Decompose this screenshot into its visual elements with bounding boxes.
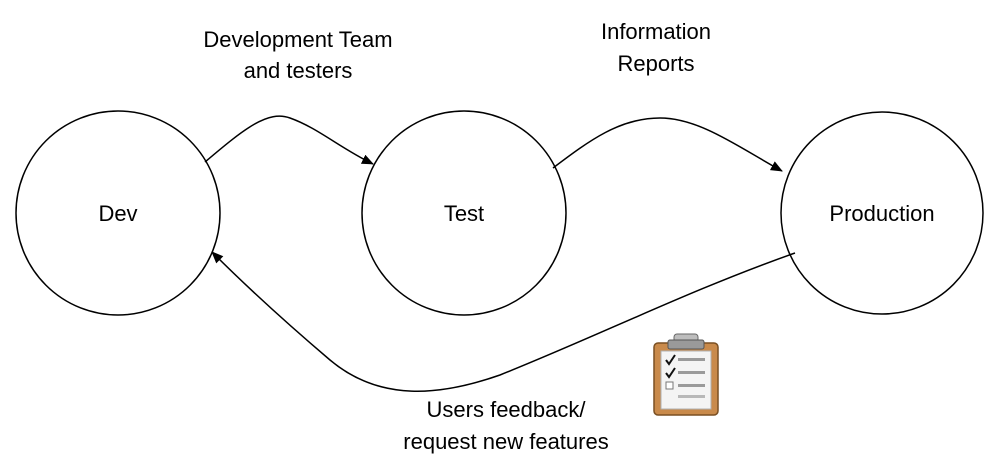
edge-test-to-production-label-line1: Information [601,19,711,44]
edge-test-to-production-label: Information Reports [601,19,711,76]
edge-production-to-dev-label-line2: request new features [403,429,608,454]
node-test: Test [361,110,567,316]
edge-production-to-dev-label-line1: Users feedback/ [427,397,587,422]
edge-dev-to-test-label-line2: and testers [244,58,353,83]
node-production: Production [780,111,984,315]
edge-dev-to-test-label: Development Team and testers [203,27,392,83]
clipboard-checklist-icon [653,333,719,416]
edge-dev-to-test-arrow [204,115,374,165]
edge-test-to-production-arrow [552,117,783,172]
edge-production-to-dev-label: Users feedback/ request new features [403,397,608,454]
node-dev-circle [15,110,221,316]
node-dev: Dev [15,110,221,316]
node-test-circle [361,110,567,316]
node-production-circle [780,111,984,315]
edge-dev-to-test-label-line1: Development Team [203,27,392,52]
node-production-label: Production [829,201,934,226]
node-test-label: Test [444,201,484,226]
node-dev-label: Dev [98,201,137,226]
edge-test-to-production-label-line2: Reports [617,51,694,76]
edge-production-to-dev-arrow [211,251,796,392]
